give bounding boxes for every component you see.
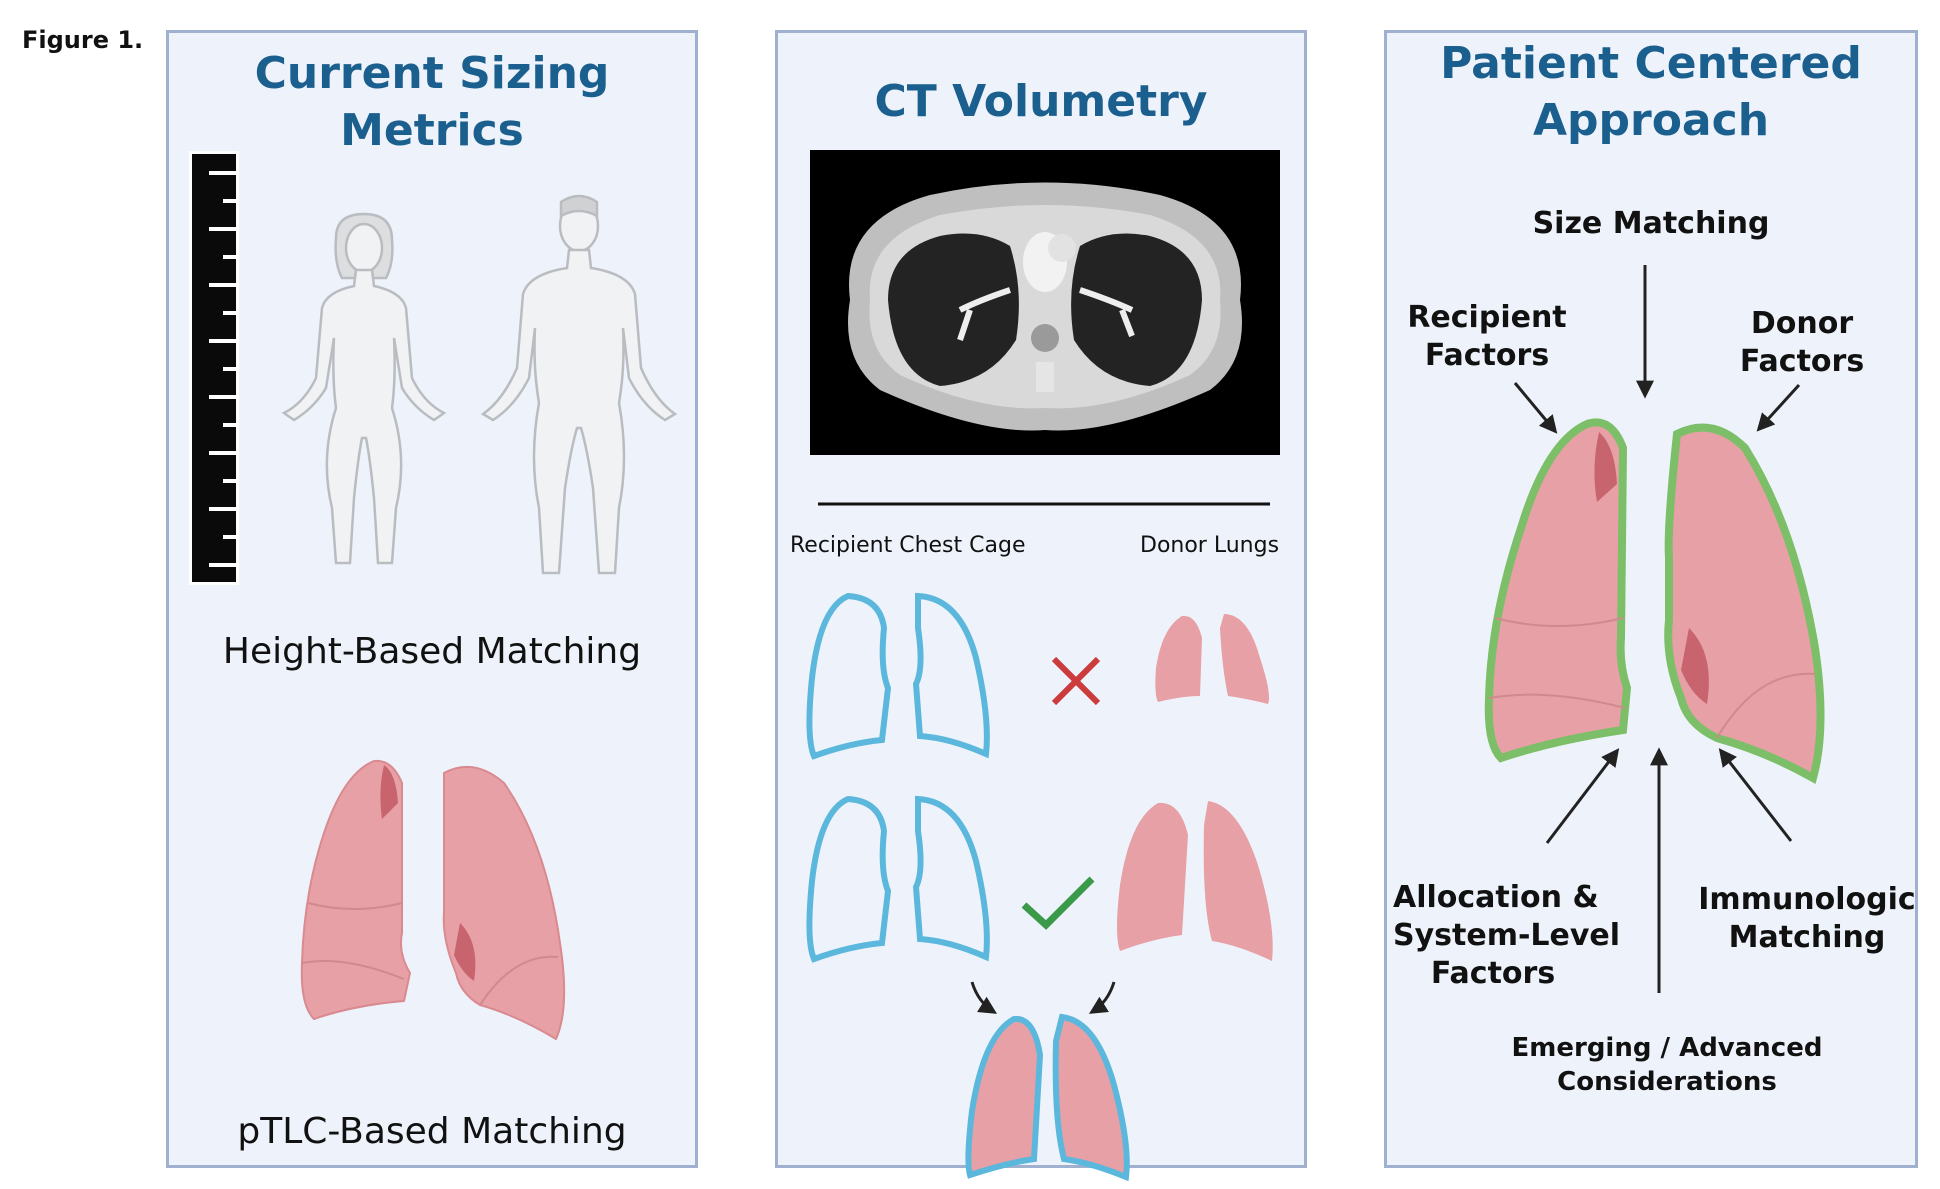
small-donor-lungs-icon [1155,614,1269,704]
ptlc-based-matching-label: pTLC-Based Matching [237,1111,627,1152]
donor-factors-line2: Factors [1739,344,1865,379]
chest-cage-outline-icon-2 [806,795,990,963]
donor-lungs-icon [1117,801,1273,961]
cross-mark-icon [1051,656,1101,706]
donor-lungs-label: Donor Lungs [1140,533,1280,558]
matched-lungs-icon [965,1013,1130,1181]
divider-line [818,502,1270,506]
figure-label: Figure 1. [22,26,144,54]
donor-factors-label: Donor Factors [1707,305,1897,381]
allocation-line1: Allocation & [1393,880,1599,915]
allocation-line2: System-Level [1393,918,1621,953]
panel2-title: CT Volumetry [874,76,1208,127]
chest-cage-outline-icon [806,592,990,760]
allocation-factors-label: Allocation & System-Level Factors [1393,879,1621,993]
immunologic-matching-label: Immunologic Matching [1697,881,1917,957]
panel1-title-line1: Current Sizing [254,48,610,99]
recipient-factors-line2: Factors [1424,338,1550,373]
immunologic-line1: Immunologic [1698,882,1916,917]
panel-ct-volumetry: CT Volumetry Recipient Chest Cage Donor … [775,30,1307,1181]
allocation-line3: Factors [1430,956,1556,991]
panel-current-sizing: Current Sizing Metrics Heig [166,30,698,1168]
emerging-line2: Considerations [1557,1067,1777,1097]
male-figure-icon [480,194,678,575]
panel1-title-line2: Metrics [340,105,524,156]
donor-factors-line1: Donor [1750,306,1854,341]
panel3-title-line2: Approach [1532,95,1770,146]
emerging-line1: Emerging / Advanced [1511,1033,1823,1063]
patient-lungs-icon [1484,418,1825,784]
converge-arrows [970,981,1116,1014]
panel-patient-centered: Patient Centered Approach Size Matching … [1384,30,1918,1168]
recipient-factors-label: Recipient Factors [1397,299,1577,375]
panel3-title-line1: Patient Centered [1440,38,1862,89]
recipient-factors-line1: Recipient [1407,300,1567,335]
immunologic-line2: Matching [1728,920,1886,955]
female-figure-icon [281,212,447,565]
size-matching-label: Size Matching [1532,206,1770,241]
lungs-icon [300,759,566,1041]
emerging-considerations-label: Emerging / Advanced Considerations [1487,1031,1847,1099]
recipient-chest-cage-label: Recipient Chest Cage [790,533,1026,558]
check-mark-icon [1021,876,1095,930]
factor-arrows [1513,265,1801,993]
height-based-matching-label: Height-Based Matching [222,631,642,672]
ct-scan-image [810,150,1280,455]
ruler-icon [189,151,239,585]
